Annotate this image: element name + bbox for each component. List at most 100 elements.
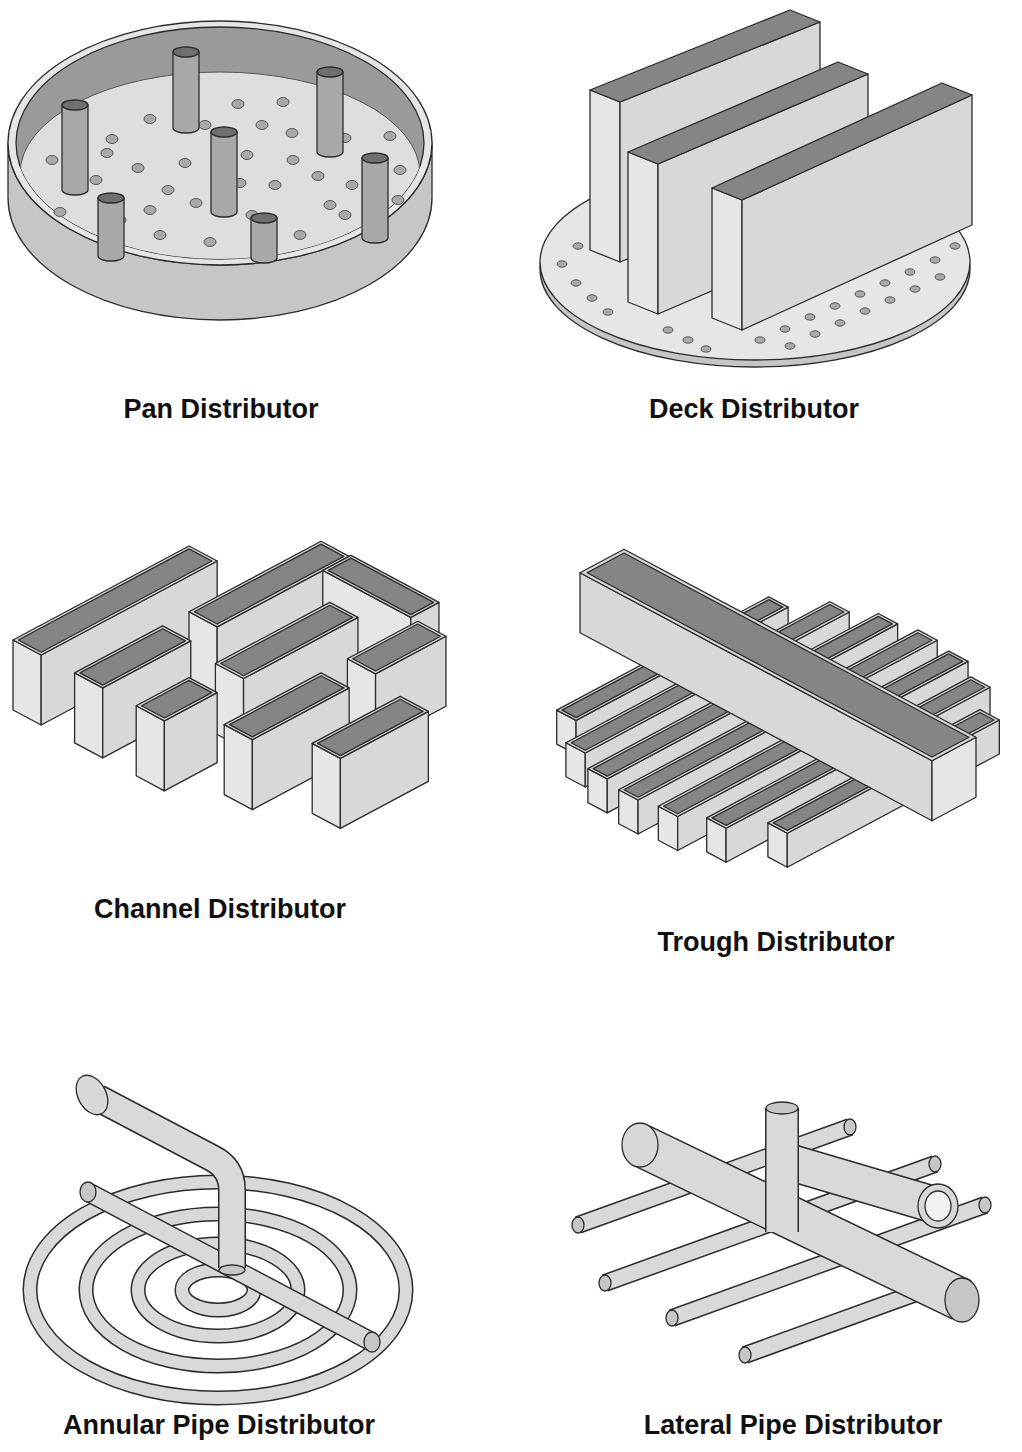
pan-distributor-figure-part-part xyxy=(277,98,289,107)
channel-distributor-figure-part-part xyxy=(80,629,186,685)
pan-distributor-figure-part-part xyxy=(98,193,124,203)
annular-pipe-figure xyxy=(30,1070,406,1398)
channel-distributor-figure-part-part xyxy=(317,699,423,755)
pan-distributor-figure-part-part xyxy=(324,201,336,210)
pan-distributor-figure-part-part xyxy=(251,218,277,263)
caption-label: Pan Distributor xyxy=(123,394,318,425)
pan-distributor-figure-part-part xyxy=(211,132,237,217)
deck-distributor-figure-part xyxy=(628,152,658,314)
pan-distributor-figure-part-part xyxy=(294,231,306,240)
channel-distributor-figure-part-part xyxy=(353,624,441,671)
pan-distributor-figure-part-part xyxy=(162,186,174,195)
lateral-pipe-figure-part xyxy=(666,1310,678,1326)
trough-distributor-figure-part-part xyxy=(587,553,969,757)
pan-distributor-figure-part xyxy=(362,153,388,243)
deck-distributor-figure-part-part xyxy=(603,309,613,315)
caption-label: Channel Distributor xyxy=(94,894,346,925)
channel-distributor-figure-part-part xyxy=(229,676,343,737)
deck-distributor-figure-part-part xyxy=(885,297,895,303)
caption-box: Pan Distributor xyxy=(123,394,318,425)
trough-distributor-figure-part-part xyxy=(580,549,976,761)
deck-distributor-figure-part-part xyxy=(950,243,960,249)
pan-distributor-figure-part xyxy=(173,47,199,133)
pan-distributor-figure-part xyxy=(62,100,88,195)
pan-distributor-figure-part-part xyxy=(251,213,277,223)
deck-distributor-figure-part xyxy=(712,83,972,200)
pan-distributor-figure-part-part xyxy=(179,159,191,168)
pan-distributor-figure-part-part xyxy=(46,156,58,165)
lateral-pipe-figure-part xyxy=(640,1145,962,1300)
pan-distributor-figure-part-part xyxy=(287,156,299,165)
pan-distributor-figure-part-part xyxy=(173,47,199,57)
pan-distributor-figure-part-part xyxy=(286,129,298,138)
caption-box: Channel Distributor xyxy=(94,894,346,925)
deck-distributor-figure-part-part xyxy=(830,303,840,309)
pan-distributor-figure-part-part xyxy=(232,100,244,109)
caption-box: Lateral Pipe Distributor xyxy=(644,1410,943,1441)
deck-distributor-figure-part-part xyxy=(587,295,597,301)
lateral-pipe-figure-part xyxy=(767,1108,798,1232)
channel-distributor-figure-part-part xyxy=(136,678,217,721)
caption-label: Trough Distributor xyxy=(658,927,895,958)
caption-label: Lateral Pipe Distributor xyxy=(644,1410,943,1441)
pan-distributor-figure-part-part xyxy=(346,181,358,190)
deck-distributor-figure-part-part xyxy=(557,261,567,267)
caption-label: Annular Pipe Distributor xyxy=(63,1410,375,1441)
pan-distributor-figure-part-part xyxy=(317,72,343,157)
lateral-pipe-figure-part xyxy=(844,1119,856,1135)
channel-distributor-figure-part-part xyxy=(215,602,358,678)
deck-distributor-figure-part-part xyxy=(930,257,940,263)
deck-distributor-figure-part xyxy=(590,90,620,262)
lateral-pipe-figure-part xyxy=(766,1102,798,1114)
lateral-pipe-figure-part xyxy=(640,1145,962,1300)
lateral-pipe-figure-part xyxy=(745,1288,930,1355)
pan-distributor-figure-part-part xyxy=(256,121,268,130)
pan-distributor-figure-part-part xyxy=(173,52,199,133)
pan-distributor-figure xyxy=(8,21,432,320)
pan-distributor-figure-part-part xyxy=(132,164,144,173)
pan-distributor-figure-part xyxy=(98,193,124,261)
channel-distributor-figure-part-part xyxy=(221,605,353,676)
deck-distributor-figure-part-part xyxy=(855,291,865,297)
lateral-pipe-figure xyxy=(572,1102,991,1363)
caption-box: Annular Pipe Distributor xyxy=(63,1410,375,1441)
pan-distributor-figure-part-part xyxy=(312,172,324,181)
pan-distributor-figure-part-part xyxy=(90,176,102,185)
deck-distributor-figure-part-part xyxy=(935,274,945,280)
pan-distributor-figure-part-part xyxy=(62,105,88,195)
pan-distributor-figure-part-part xyxy=(101,149,113,158)
pan-distributor-figure-part-part xyxy=(394,166,406,175)
trough-distributor-figure-part xyxy=(580,549,976,821)
pan-distributor-figure-part-part xyxy=(190,199,202,208)
annular-pipe-figure-part xyxy=(80,1182,96,1202)
lateral-pipe-figure-part xyxy=(782,1160,935,1205)
pan-distributor-figure-part-part xyxy=(144,206,156,215)
deck-distributor-figure-part-part xyxy=(683,337,693,343)
deck-distributor-figure-part-part xyxy=(573,243,583,249)
pan-distributor-figure-part-part xyxy=(98,198,124,261)
channel-distributor-figure-part-part xyxy=(328,558,434,614)
lateral-pipe-figure-part xyxy=(572,1217,584,1233)
annular-pipe-figure-part xyxy=(70,1070,114,1120)
caption-label: Deck Distributor xyxy=(649,394,859,425)
deck-distributor-figure-part-part xyxy=(810,331,820,337)
channel-distributor-figure-part xyxy=(136,678,217,791)
channel-distributor-figure-part-part xyxy=(312,696,428,758)
annular-pipe-figure-part xyxy=(219,1265,245,1275)
channel-distributor-figure-part-part xyxy=(75,626,191,688)
deck-distributor-figure-part-part xyxy=(701,346,711,352)
deck-distributor-figure-part-part xyxy=(780,326,790,332)
pan-distributor-figure-part-part xyxy=(62,100,88,110)
annular-pipe-figure-part xyxy=(98,1098,232,1268)
annular-pipe-figure-part xyxy=(98,1098,232,1268)
pan-distributor-figure-part-part xyxy=(154,231,166,240)
deck-distributor-figure-part-part xyxy=(571,280,581,286)
channel-distributor-figure-part xyxy=(312,696,428,828)
pan-distributor-figure-part-part xyxy=(384,132,396,141)
deck-distributor-figure-part-part xyxy=(755,337,765,343)
deck-distributor-figure-part xyxy=(712,188,742,330)
pan-distributor-figure-part-part xyxy=(211,127,237,137)
pan-distributor-figure-part xyxy=(251,213,277,263)
